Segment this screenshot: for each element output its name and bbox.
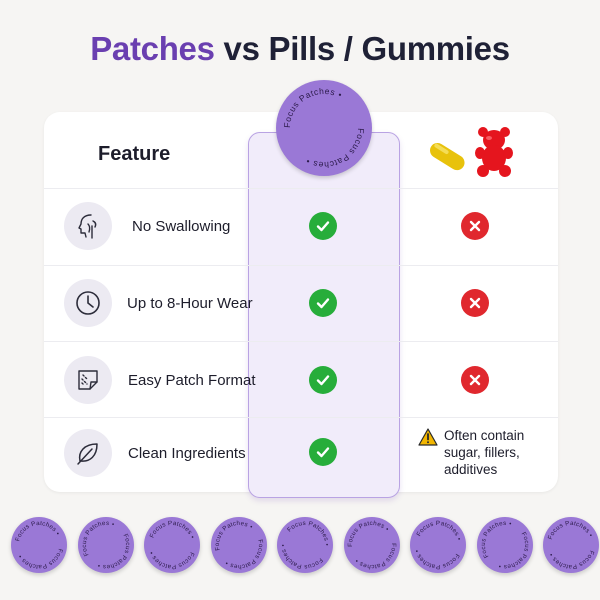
pill-icon xyxy=(430,142,465,171)
warning-text: Often contain sugar, fillers, additives xyxy=(444,427,554,478)
warning-note: Often contain sugar, fillers, additives xyxy=(418,427,554,478)
svg-text:Focus Patches •: Focus Patches • xyxy=(488,530,532,573)
feature-label: No Swallowing xyxy=(132,218,231,235)
svg-text:Focus Patches •: Focus Patches • xyxy=(415,517,466,554)
focus-patch: Focus Patches • Focus Patches • xyxy=(277,517,333,573)
patch-format-icon xyxy=(64,356,112,404)
focus-patch: Focus Patches • Focus Patches • xyxy=(210,517,267,573)
warning-line: sugar, fillers, xyxy=(444,445,520,460)
cross-icon xyxy=(461,366,489,394)
svg-text:Focus Patches •: Focus Patches • xyxy=(282,86,344,128)
gummy-bear-icon xyxy=(475,127,513,177)
svg-text:Focus Patches •: Focus Patches • xyxy=(219,538,266,573)
svg-text:Focus Patches •: Focus Patches • xyxy=(304,128,366,170)
title-patches: Patches xyxy=(90,30,215,67)
svg-text:Focus Patches •: Focus Patches • xyxy=(211,517,258,552)
svg-text:Focus Patches •: Focus Patches • xyxy=(545,540,595,573)
svg-text:Focus Patches •: Focus Patches • xyxy=(277,532,324,573)
check-icon xyxy=(309,289,337,317)
focus-patch: Focus Patches • Focus Patches • xyxy=(476,517,533,573)
svg-text:Focus Patches •: Focus Patches • xyxy=(145,538,196,573)
clock-icon xyxy=(64,279,112,327)
svg-text:Focus Patches •: Focus Patches • xyxy=(286,517,333,558)
check-icon xyxy=(309,438,337,466)
check-icon xyxy=(309,212,337,240)
svg-text:Focus Patches •: Focus Patches • xyxy=(88,532,133,573)
focus-patch: Focus Patches • Focus Patches • xyxy=(543,517,599,573)
leaf-icon xyxy=(64,429,112,477)
row-divider xyxy=(44,265,558,266)
cross-icon xyxy=(461,212,489,240)
focus-patch: Focus Patches • Focus Patches • xyxy=(11,517,67,573)
svg-text:Focus Patches •: Focus Patches • xyxy=(410,536,461,573)
svg-text:Focus Patches •: Focus Patches • xyxy=(78,517,123,558)
warning-icon xyxy=(418,428,438,446)
svg-text:Focus Patches •: Focus Patches • xyxy=(477,517,521,560)
feature-label: Easy Patch Format xyxy=(128,372,256,389)
svg-text:Focus Patches •: Focus Patches • xyxy=(15,541,64,573)
warning-line: additives xyxy=(444,462,498,477)
row-divider xyxy=(44,188,558,189)
focus-patch: Focus Patches • Focus Patches • xyxy=(343,517,400,573)
focus-patch: Focus Patches • Focus Patches • xyxy=(410,517,466,573)
focus-patch-header: Focus Patches • Focus Patches • xyxy=(276,80,372,176)
cross-icon xyxy=(461,289,489,317)
warning-line: Often contain xyxy=(444,428,525,443)
svg-text:Focus Patches •: Focus Patches • xyxy=(14,517,63,549)
svg-text:Focus Patches •: Focus Patches • xyxy=(148,517,199,552)
check-icon xyxy=(309,366,337,394)
feature-label: Up to 8-Hour Wear xyxy=(127,295,253,312)
svg-text:Focus Patches •: Focus Patches • xyxy=(547,517,597,550)
focus-patch: Focus Patches • Focus Patches • xyxy=(144,517,200,573)
row-divider xyxy=(44,417,558,418)
title-comparison: vs Pills / Gummies xyxy=(223,30,511,67)
page-title: Patches vs Pills / Gummies xyxy=(0,30,600,68)
svg-text:Focus Patches •: Focus Patches • xyxy=(344,518,391,547)
feature-label: Clean Ingredients xyxy=(128,445,246,462)
svg-text:Focus Patches •: Focus Patches • xyxy=(352,543,399,572)
swallow-icon xyxy=(64,202,112,250)
feature-column-header: Feature xyxy=(98,143,171,165)
focus-patch: Focus Patches • Focus Patches • xyxy=(77,517,134,573)
row-divider xyxy=(44,341,558,342)
